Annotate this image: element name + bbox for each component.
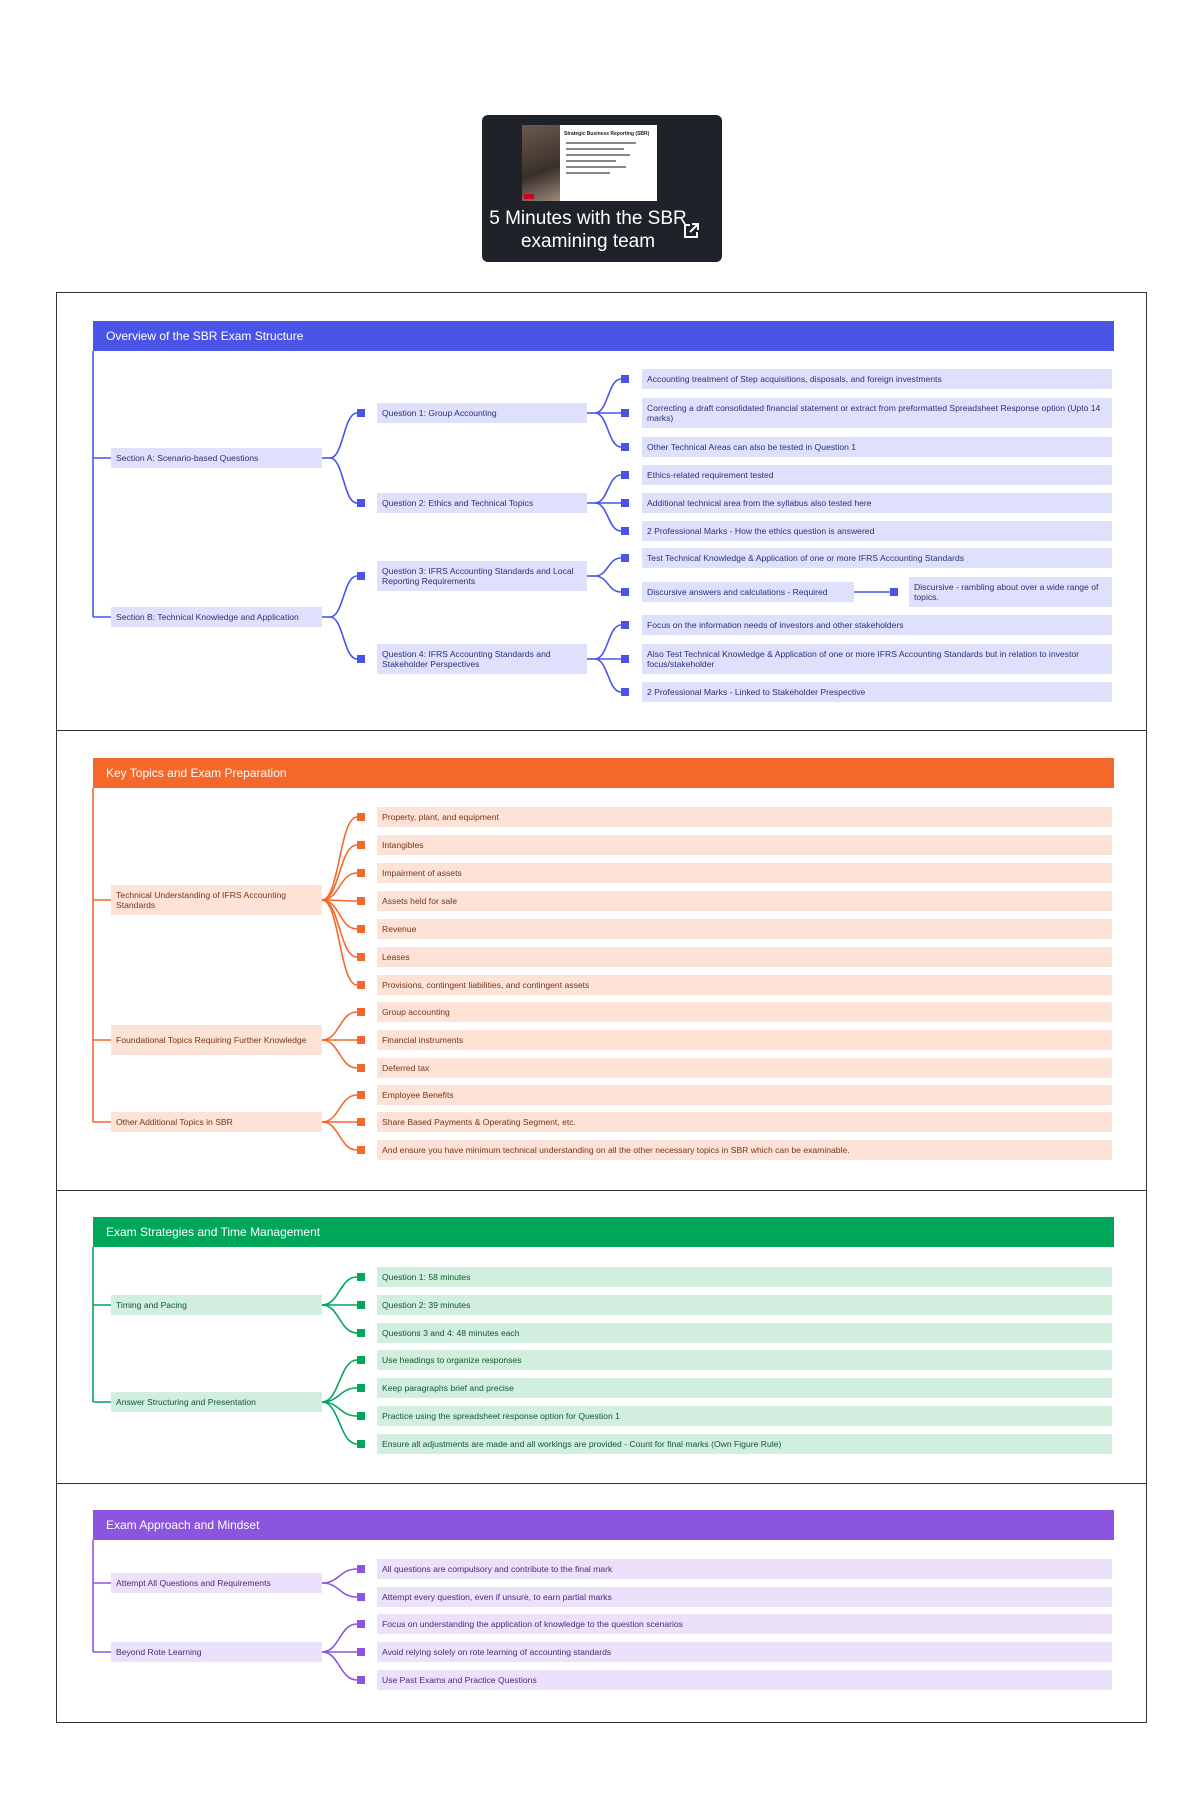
leaf-node[interactable]: Group accounting (377, 1002, 1112, 1022)
group-node[interactable]: Section A: Scenario-based Questions (111, 448, 322, 468)
section-title: Key Topics and Exam Preparation (93, 758, 1114, 788)
leaf-node[interactable]: Accounting treatment of Step acquisition… (642, 369, 1112, 389)
acca-logo (524, 194, 534, 199)
leaf-node[interactable]: Avoid relying solely on rote learning of… (377, 1642, 1112, 1662)
leaf-node[interactable]: Also Test Technical Knowledge & Applicat… (642, 644, 1112, 674)
group-node[interactable]: Foundational Topics Requiring Further Kn… (111, 1025, 322, 1055)
leaf-node[interactable]: Deferred tax (377, 1058, 1112, 1078)
leaf-node[interactable]: Practice using the spreadsheet response … (377, 1406, 1112, 1426)
leaf-node[interactable]: 2 Professional Marks - Linked to Stakeho… (642, 682, 1112, 702)
leaf-node[interactable]: Other Technical Areas can also be tested… (642, 437, 1112, 457)
leaf-node[interactable]: Test Technical Knowledge & Application o… (642, 548, 1112, 568)
section-frame-overview (56, 292, 1147, 731)
video-card[interactable]: Strategic Business Reporting (SBR) 5 Min… (482, 115, 722, 262)
leaf-node[interactable]: Discursive answers and calculations - Re… (642, 582, 854, 602)
sub-node[interactable]: Question 2: Ethics and Technical Topics (377, 493, 587, 513)
external-link-icon[interactable] (682, 222, 700, 240)
leaf-node[interactable]: Questions 3 and 4: 48 minutes each (377, 1323, 1112, 1343)
leaf-node[interactable]: Focus on the information needs of invest… (642, 615, 1112, 635)
section-title: Exam Approach and Mindset (93, 1510, 1114, 1540)
leaf-node-extra[interactable]: Discursive - rambling about over a wide … (909, 577, 1112, 607)
leaf-node[interactable]: 2 Professional Marks - How the ethics qu… (642, 521, 1112, 541)
leaf-node[interactable]: Ensure all adjustments are made and all … (377, 1434, 1112, 1454)
group-node[interactable]: Section B: Technical Knowledge and Appli… (111, 607, 322, 627)
leaf-node[interactable]: Attempt every question, even if unsure, … (377, 1587, 1112, 1607)
leaf-node[interactable]: Leases (377, 947, 1112, 967)
leaf-node[interactable]: Provisions, contingent liabilities, and … (377, 975, 1112, 995)
presenter-photo (522, 125, 560, 201)
leaf-node[interactable]: Ethics-related requirement tested (642, 465, 1112, 485)
sub-node[interactable]: Question 3: IFRS Accounting Standards an… (377, 561, 587, 591)
leaf-node[interactable]: Additional technical area from the sylla… (642, 493, 1112, 513)
section-frame-approach (56, 1483, 1147, 1723)
leaf-node[interactable]: Revenue (377, 919, 1112, 939)
section-frame-key-topics (56, 730, 1147, 1191)
thumbnail-title: Strategic Business Reporting (SBR) (564, 131, 650, 137)
video-thumbnail[interactable]: Strategic Business Reporting (SBR) (522, 125, 657, 201)
leaf-node[interactable]: Use Past Exams and Practice Questions (377, 1670, 1112, 1690)
leaf-node[interactable]: Share Based Payments & Operating Segment… (377, 1112, 1112, 1132)
leaf-node[interactable]: Focus on understanding the application o… (377, 1614, 1112, 1634)
leaf-node[interactable]: Property, plant, and equipment (377, 807, 1112, 827)
leaf-node[interactable]: Question 1: 58 minutes (377, 1267, 1112, 1287)
leaf-node[interactable]: Question 2: 39 minutes (377, 1295, 1112, 1315)
sub-node[interactable]: Question 4: IFRS Accounting Standards an… (377, 644, 587, 674)
group-node[interactable]: Technical Understanding of IFRS Accounti… (111, 885, 322, 915)
leaf-node[interactable]: Keep paragraphs brief and precise (377, 1378, 1112, 1398)
leaf-node[interactable]: Employee Benefits (377, 1085, 1112, 1105)
leaf-node[interactable]: Impairment of assets (377, 863, 1112, 883)
group-node[interactable]: Beyond Rote Learning (111, 1642, 322, 1662)
leaf-node[interactable]: Financial instruments (377, 1030, 1112, 1050)
group-node[interactable]: Other Additional Topics in SBR (111, 1112, 322, 1132)
leaf-node[interactable]: Intangibles (377, 835, 1112, 855)
group-node[interactable]: Attempt All Questions and Requirements (111, 1573, 322, 1593)
leaf-node[interactable]: Assets held for sale (377, 891, 1112, 911)
group-node[interactable]: Answer Structuring and Presentation (111, 1392, 322, 1412)
section-title: Overview of the SBR Exam Structure (93, 321, 1114, 351)
section-frame-strategies (56, 1190, 1147, 1484)
group-node[interactable]: Timing and Pacing (111, 1295, 322, 1315)
leaf-node[interactable]: And ensure you have minimum technical un… (377, 1140, 1112, 1160)
leaf-node[interactable]: Use headings to organize responses (377, 1350, 1112, 1370)
section-title: Exam Strategies and Time Management (93, 1217, 1114, 1247)
leaf-node[interactable]: All questions are compulsory and contrib… (377, 1559, 1112, 1579)
leaf-node[interactable]: Correcting a draft consolidated financia… (642, 398, 1112, 428)
video-title[interactable]: 5 Minutes with the SBR examining team (489, 208, 687, 252)
sub-node[interactable]: Question 1: Group Accounting (377, 403, 587, 423)
